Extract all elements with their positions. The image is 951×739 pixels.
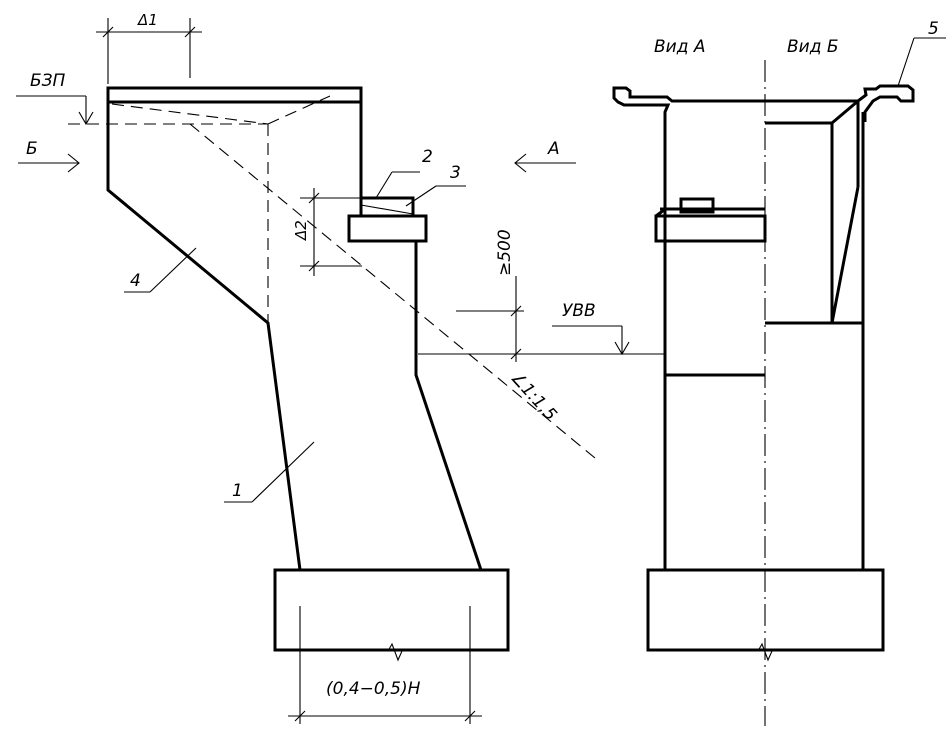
- delta2-label: Δ2: [292, 220, 310, 241]
- arrow-a-label: А: [547, 139, 560, 159]
- view-b-arrow: Б: [18, 139, 80, 173]
- callout-3: 3: [405, 163, 466, 207]
- slope-line: [189, 123, 596, 459]
- abutment-footing: [273, 568, 510, 652]
- front-views: Вид А Вид Б 5: [612, 19, 946, 726]
- front-footing: [646, 568, 885, 652]
- callout-1: 1: [224, 441, 315, 503]
- view-a-label: Вид А: [654, 37, 706, 57]
- abutment-cap: [106, 86, 363, 104]
- callout-4: 4: [124, 247, 197, 293]
- base-width-label: (0,4−0,5)Н: [326, 679, 421, 699]
- min-height-label: ≥500: [495, 229, 515, 276]
- delta2-dimension: Δ2: [292, 188, 362, 276]
- bearing-wedge: [360, 204, 414, 215]
- view-a-arrow: А: [514, 139, 576, 173]
- callout-5: 5: [897, 19, 946, 87]
- view-b-wing-top: [831, 99, 859, 125]
- slope-label: ∠1:1,5: [506, 368, 560, 425]
- min-height-dimension: ≥500: [456, 229, 524, 362]
- abutment-body-outline: [106, 102, 302, 571]
- bzp-label: БЗП: [30, 71, 66, 91]
- callout-1-label: 1: [232, 481, 243, 501]
- cap-top-outline: [612, 84, 915, 122]
- view-b-wing-slope: [830, 186, 860, 324]
- callout-2: 2: [375, 147, 433, 199]
- bzp-marker: БЗП: [16, 71, 94, 126]
- view-a-pedestal: [654, 214, 767, 243]
- callout-4-label: 4: [130, 271, 141, 291]
- callout-2-label: 2: [422, 147, 433, 167]
- base-width-dimension: (0,4−0,5)Н: [288, 606, 482, 724]
- delta1-dimension: Δ1: [96, 11, 202, 84]
- hidden-line-top: [111, 103, 269, 125]
- view-a-pedestal-edge: [655, 208, 665, 218]
- arrow-b-label: Б: [26, 139, 38, 159]
- bearing-plate: [359, 196, 415, 218]
- front-break-line: [649, 642, 882, 662]
- hidden-line-cone: [267, 95, 331, 125]
- callout-5-label: 5: [928, 19, 939, 39]
- abutment-stem-front: [414, 241, 483, 571]
- callout-3-label: 3: [450, 163, 461, 183]
- delta1-label: Δ1: [137, 11, 158, 29]
- view-a-bearing: [679, 197, 715, 214]
- bearing-pedestal: [347, 214, 428, 243]
- uvv-marker: УВВ: [552, 301, 630, 356]
- view-b-label: Вид Б: [787, 37, 839, 57]
- side-elevation: [68, 86, 664, 652]
- uvv-label: УВВ: [562, 301, 596, 321]
